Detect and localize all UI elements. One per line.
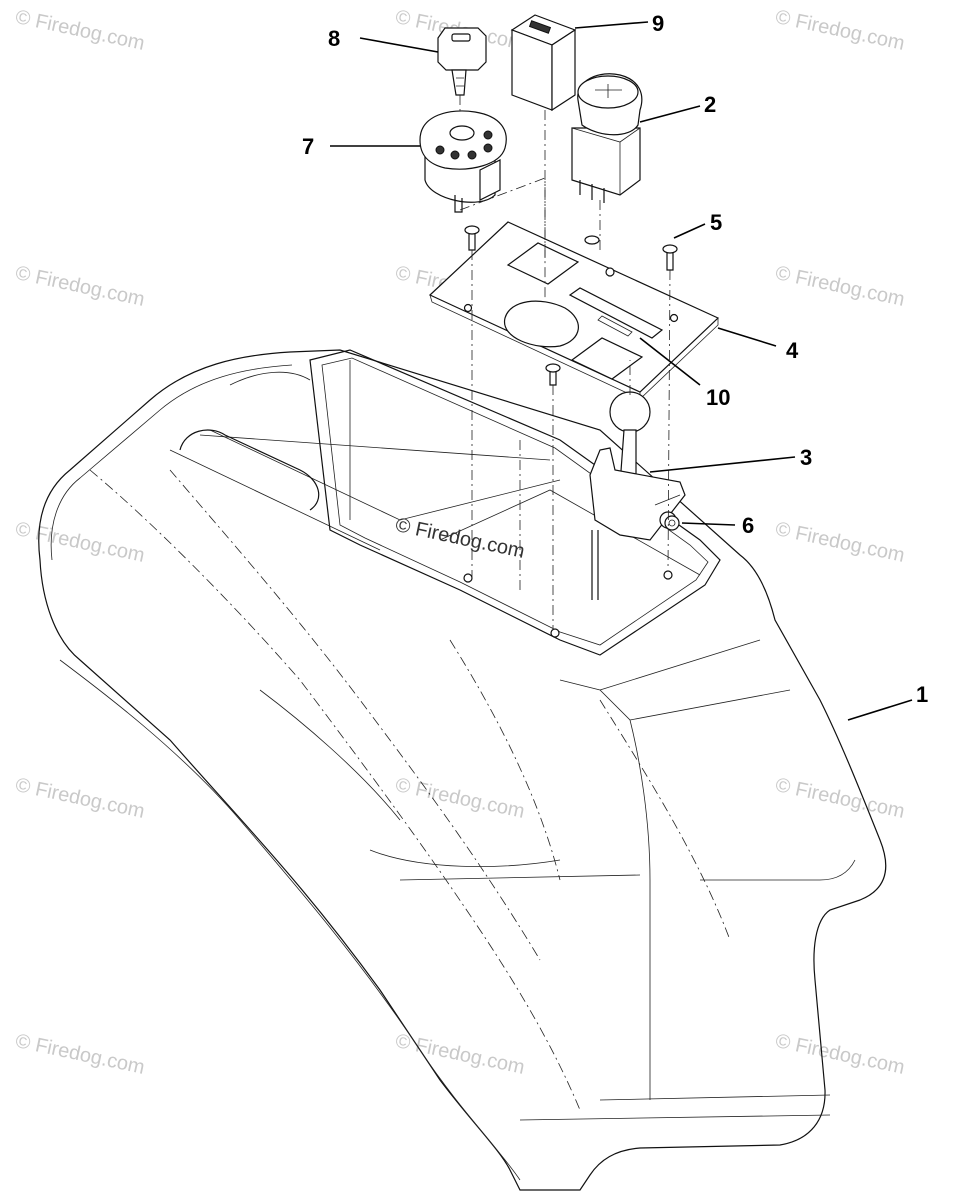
callout-10: 10 xyxy=(706,385,730,410)
screw-left[interactable] xyxy=(464,225,480,251)
screw-mid[interactable] xyxy=(584,235,600,245)
slot-bracket[interactable] xyxy=(597,315,633,337)
callout-8: 8 xyxy=(328,26,340,51)
callout-labels: 8 9 2 7 5 4 10 3 6 1 xyxy=(302,11,928,707)
callout-4: 4 xyxy=(786,338,799,363)
callout-5: 5 xyxy=(710,210,722,235)
explode-lines xyxy=(459,95,671,630)
leader-lines xyxy=(330,21,913,721)
callout-3: 3 xyxy=(800,445,812,470)
nut[interactable] xyxy=(664,515,680,531)
screw-right[interactable] xyxy=(662,244,678,271)
pto-switch[interactable] xyxy=(571,73,643,203)
console-body[interactable] xyxy=(38,349,887,1191)
callout-9: 9 xyxy=(652,11,664,36)
mounting-plate[interactable] xyxy=(428,221,720,400)
callout-2: 2 xyxy=(704,92,716,117)
shift-lever[interactable] xyxy=(589,391,686,600)
screw-lower[interactable] xyxy=(545,363,561,386)
callout-6: 6 xyxy=(742,513,754,538)
callout-1: 1 xyxy=(916,682,928,707)
ignition-switch[interactable] xyxy=(419,110,507,213)
relay-module[interactable] xyxy=(510,14,577,112)
callout-7: 7 xyxy=(302,134,314,159)
ignition-key[interactable] xyxy=(437,27,487,96)
